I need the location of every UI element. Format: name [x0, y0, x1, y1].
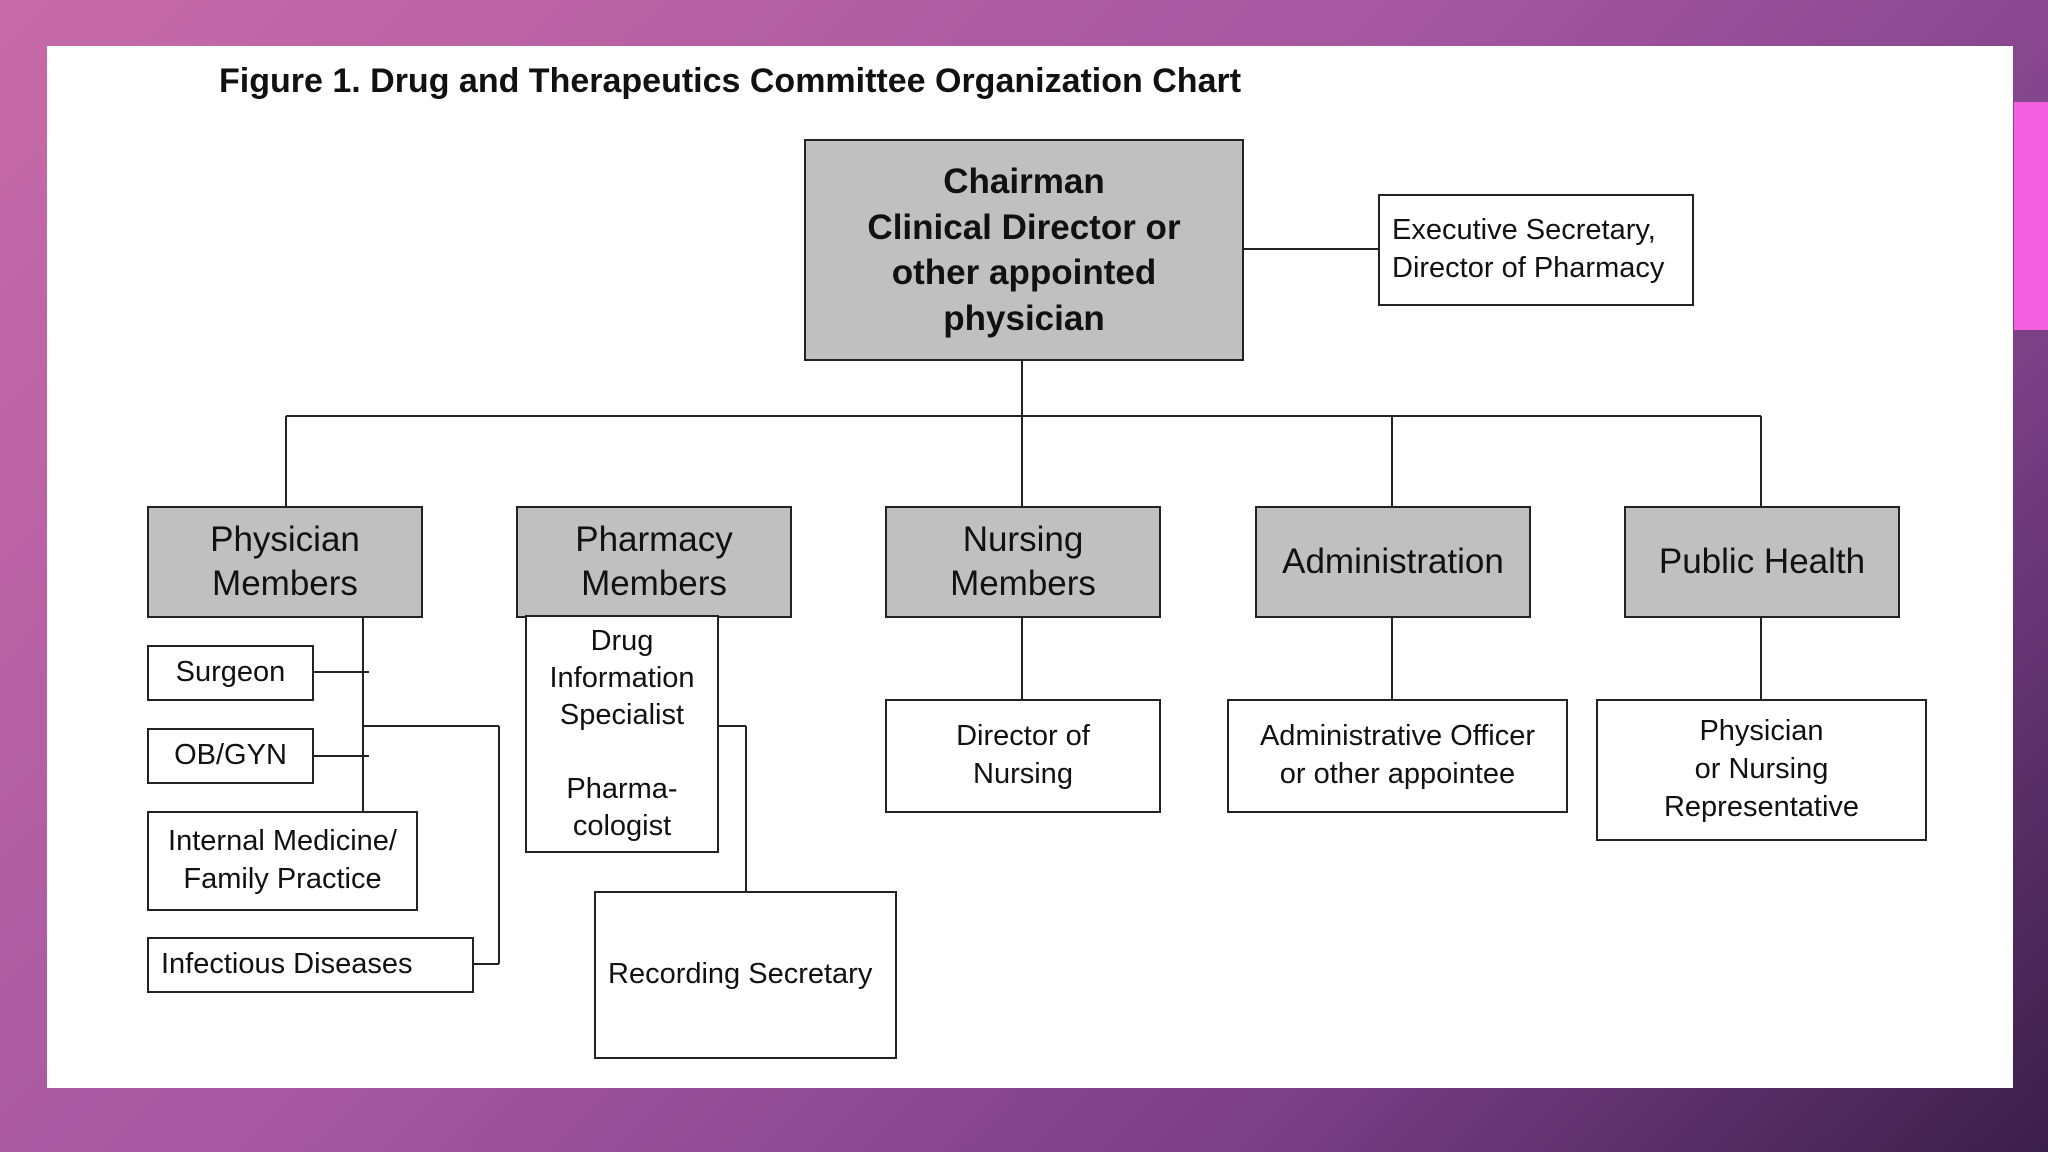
- connector-lines: [285, 248, 1762, 965]
- pharmacy-members-label: Pharmacy Members: [575, 520, 733, 603]
- chairman-box: Chairman Clinical Director or other appo…: [804, 139, 1244, 361]
- executive-secretary-label: Executive Secretary, Director of Pharmac…: [1392, 214, 1665, 284]
- recording-secretary-box: Recording Secretary: [594, 891, 897, 1059]
- director-of-nursing-box: Director of Nursing: [885, 699, 1161, 813]
- director-of-nursing-label: Director of Nursing: [956, 720, 1090, 790]
- obgyn-label: OB/GYN: [174, 739, 287, 772]
- public-health-box: Public Health: [1624, 506, 1900, 618]
- recording-secretary-label: Recording Secretary: [608, 958, 873, 991]
- obgyn-box: OB/GYN: [147, 728, 314, 784]
- chairman-label: Chairman Clinical Director or other appo…: [867, 162, 1181, 338]
- internal-medicine-label: Internal Medicine/ Family Practice: [168, 825, 397, 895]
- infectious-diseases-label: Infectious Diseases: [161, 948, 413, 981]
- physician-members-box: Physician Members: [147, 506, 423, 618]
- administrative-officer-label: Administrative Officer or other appointe…: [1259, 720, 1536, 790]
- public-health-representative-box: Physician or Nursing Representative: [1596, 699, 1927, 841]
- executive-secretary-box: Executive Secretary, Director of Pharmac…: [1378, 194, 1694, 306]
- infectious-diseases-box: Infectious Diseases: [147, 937, 474, 993]
- public-health-representative-label: Physician or Nursing Representative: [1663, 715, 1860, 823]
- public-health-label: Public Health: [1658, 542, 1866, 582]
- figure-panel: Figure 1. Drug and Therapeutics Committe…: [47, 46, 2013, 1088]
- slide-accent-bar: [2014, 102, 2048, 330]
- administrative-officer-box: Administrative Officer or other appointe…: [1227, 699, 1568, 813]
- surgeon-box: Surgeon: [147, 645, 314, 701]
- figure-title: Figure 1. Drug and Therapeutics Committe…: [219, 62, 1242, 100]
- nursing-members-label: Nursing Members: [950, 520, 1096, 603]
- internal-medicine-box: Internal Medicine/ Family Practice: [147, 811, 418, 911]
- administration-box: Administration: [1255, 506, 1531, 618]
- drug-information-specialist-label: Drug Information Specialist Pharma- colo…: [549, 624, 695, 843]
- physician-members-label: Physician Members: [210, 520, 360, 603]
- nursing-members-box: Nursing Members: [885, 506, 1161, 618]
- pharmacy-members-box: Pharmacy Members: [516, 506, 792, 618]
- drug-information-specialist-box: Drug Information Specialist Pharma- colo…: [525, 615, 719, 853]
- administration-label: Administration: [1282, 542, 1504, 582]
- surgeon-label: Surgeon: [175, 656, 286, 689]
